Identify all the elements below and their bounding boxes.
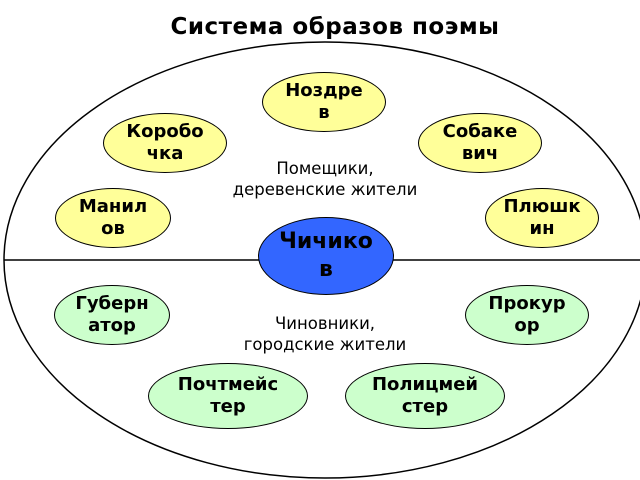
node-plyushkin: Плюшк ин — [485, 188, 599, 248]
node-politsmeyster: Полицмей стер — [345, 363, 505, 429]
node-nozdrev: Ноздре в — [262, 72, 386, 132]
node-gubernator: Губерн атор — [54, 285, 170, 345]
landowners-group-label: Помещики, деревенские жители — [232, 159, 418, 199]
node-pochtmeyster: Почтмейс тер — [148, 363, 308, 429]
node-chichikov: Чичико в — [258, 217, 394, 295]
node-prokuror: Прокур ор — [465, 285, 589, 345]
node-korobochka: Коробо чка — [103, 113, 227, 173]
node-manilov: Манил ов — [55, 188, 171, 248]
officials-group-label: Чиновники, городские жители — [243, 314, 407, 354]
diagram-title: Система образов поэмы — [170, 14, 500, 40]
node-sobakevich: Собаке вич — [418, 113, 542, 173]
